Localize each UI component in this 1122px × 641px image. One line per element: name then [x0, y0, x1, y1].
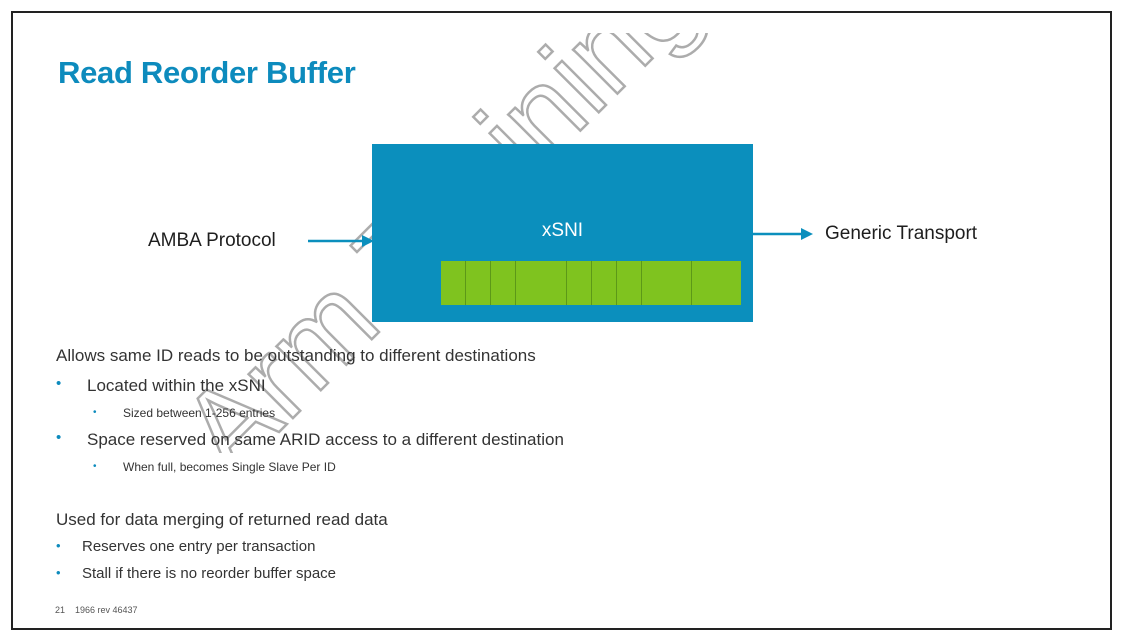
buffer-entry	[592, 261, 617, 305]
buffer-entry	[441, 261, 466, 305]
sub-list-item: When full, becomes Single Slave Per ID	[123, 460, 336, 474]
bullet-icon: •	[56, 429, 62, 446]
list-item: Stall if there is no reorder buffer spac…	[82, 565, 337, 582]
page-number: 21	[55, 605, 66, 615]
list-item: Space reserved on same ARID access to a …	[87, 430, 564, 449]
section1-heading: Allows same ID reads to be outstanding t…	[56, 346, 536, 365]
buffer-entry	[466, 261, 491, 305]
doc-id: 1966 rev 46437	[75, 605, 138, 615]
buffer-entry	[642, 261, 692, 305]
input-label: AMBA Protocol	[148, 230, 276, 251]
sub-list-item: Sized between 1-256 entries	[123, 406, 276, 420]
bullet-icon: •	[56, 375, 62, 392]
section2-heading: Used for data merging of returned read d…	[56, 510, 388, 529]
bullet-icon: •	[56, 538, 61, 553]
buffer-entry	[692, 261, 741, 305]
input-arrow	[308, 235, 374, 247]
xsni-label: xSNI	[541, 220, 584, 241]
reorder-buffer	[441, 261, 741, 305]
slide: Arm Training Read Reorder Buffer AMBA Pr…	[11, 11, 1112, 630]
bullet-icon: •	[93, 461, 97, 472]
output-arrow	[753, 228, 813, 240]
slide-title: Read Reorder Buffer	[58, 55, 356, 90]
list-item: Located within the xSNI	[87, 376, 266, 395]
buffer-entry	[491, 261, 516, 305]
buffer-entry	[567, 261, 592, 305]
xsni-block: xSNI	[372, 144, 753, 322]
bullet-icon: •	[56, 565, 61, 580]
bullet-icon: •	[93, 407, 97, 418]
buffer-entry	[617, 261, 642, 305]
output-label: Generic Transport	[825, 223, 978, 244]
buffer-entry	[516, 261, 567, 305]
slide-footer: 21 1966 rev 46437	[55, 605, 148, 615]
list-item: Reserves one entry per transaction	[82, 538, 316, 555]
